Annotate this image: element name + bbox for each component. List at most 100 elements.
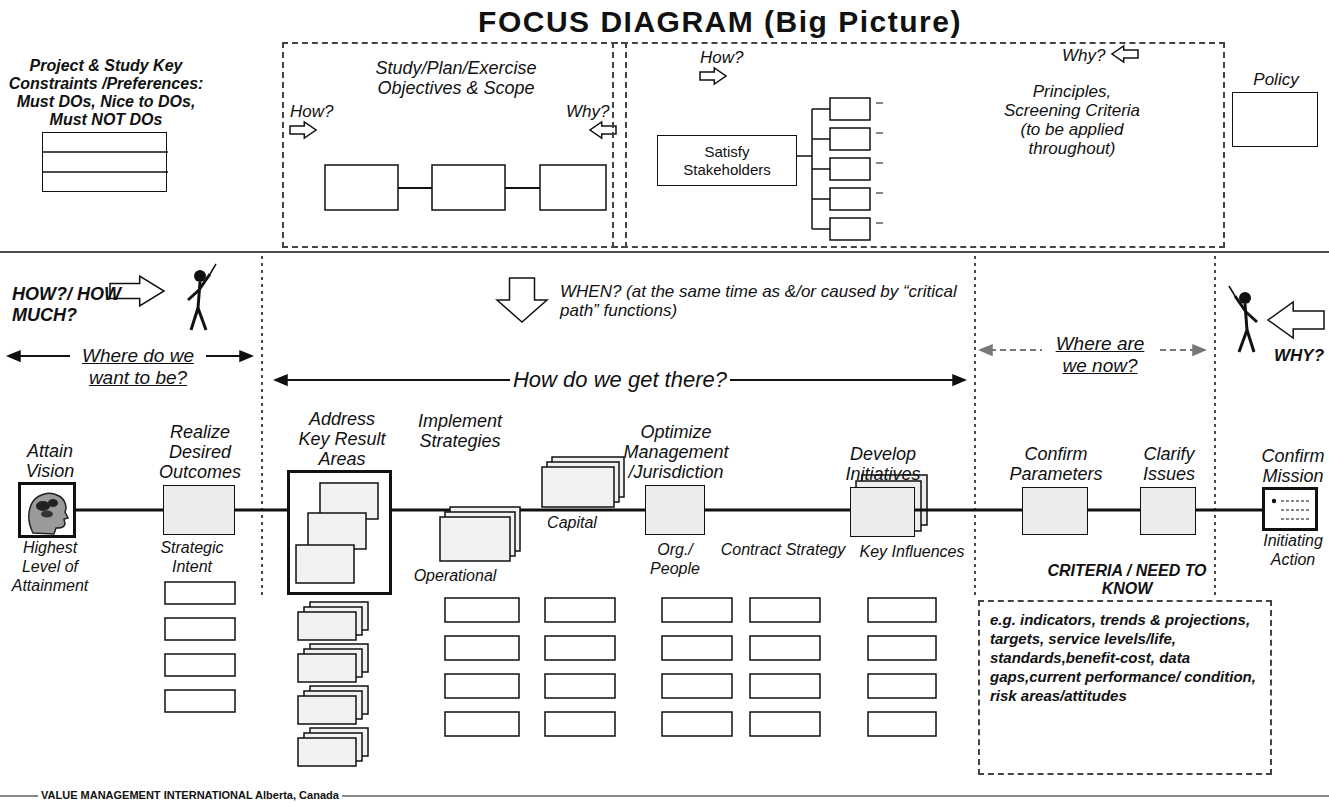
empty-box <box>545 636 615 660</box>
empty-box <box>165 618 235 640</box>
empty-box <box>662 712 732 736</box>
function-link <box>398 187 432 189</box>
function-heading: Implement Strategies <box>410 411 510 451</box>
empty-box <box>445 598 519 622</box>
tick-mark <box>876 193 883 194</box>
vision-head-icon <box>41 511 53 518</box>
table-row-line <box>43 171 168 173</box>
tree-line <box>812 168 830 170</box>
logic-direction: WHY? <box>1274 346 1324 366</box>
empty-box <box>750 636 820 660</box>
function-heading: Address Key Result Areas <box>292 409 392 469</box>
tick-mark <box>876 103 883 104</box>
vision-head-icon <box>48 499 58 507</box>
function-connector <box>392 509 432 512</box>
stacked-box <box>298 696 356 724</box>
empty-box <box>662 674 732 698</box>
empty-box <box>750 598 820 622</box>
column-heading: Key Influences <box>852 542 972 561</box>
block-arrow <box>1268 302 1324 338</box>
direction-label: How? <box>700 48 760 67</box>
function-note: Initiating Action <box>1257 531 1329 569</box>
mission-box: Confirm MissionInitiating Action <box>1262 487 1318 531</box>
function-note: Highest Level of Attainment <box>7 538 93 595</box>
function-box: Confirm Parameters <box>1022 487 1088 535</box>
process-box: Satisfy Stakeholders <box>657 135 797 186</box>
function-connector <box>1088 510 1140 511</box>
stack-label: Operational <box>405 566 505 585</box>
box-label: Satisfy Stakeholders <box>664 143 790 179</box>
function-heading: Optimize Management /Jurisdiction <box>611 422 741 482</box>
stick-figure <box>1239 330 1247 352</box>
diagram-title: FOCUS DIAGRAM (Big Picture) <box>380 5 1060 39</box>
tick-mark <box>876 163 883 164</box>
tree-line <box>812 198 830 200</box>
vision-box: Attain VisionHighest Level of Attainment <box>18 482 76 538</box>
stacked-box <box>296 545 354 583</box>
stacked-box <box>308 513 366 549</box>
box-drawing <box>21 485 79 541</box>
objectives-panel: Study/Plan/Exercise Objectives & ScopeHo… <box>282 42 627 248</box>
block-arrow <box>1112 46 1138 62</box>
function-link <box>505 187 540 189</box>
tick-mark <box>876 223 883 224</box>
empty-box <box>750 674 820 698</box>
arrow-head <box>1193 345 1205 355</box>
function-connector <box>705 509 850 512</box>
function-connector <box>915 510 1022 511</box>
empty-box <box>868 598 936 622</box>
stacked-box <box>298 612 356 640</box>
stick-figure <box>1229 286 1235 296</box>
stacked-box <box>298 654 356 682</box>
stacked-box <box>542 467 614 507</box>
constraints-table: Project & Study Key Constraints /Prefere… <box>42 132 167 192</box>
phase-divider <box>1214 256 1216 598</box>
box-heading: Policy <box>1226 70 1326 89</box>
function-heading: Realize Desired Outcomes <box>150 422 250 482</box>
box-drawing <box>432 455 628 565</box>
empty-box <box>662 598 732 622</box>
arrow-head <box>980 345 992 355</box>
bullet-dot <box>1272 499 1276 503</box>
empty-box <box>830 158 870 180</box>
text-placeholder <box>1281 509 1309 510</box>
text-placeholder <box>1281 500 1309 501</box>
function-box: Clarify Issues <box>1140 487 1196 535</box>
function-heading: Attain Vision <box>15 441 85 481</box>
empty-box <box>165 654 235 676</box>
function-stack: Develop Initiatives <box>850 487 915 537</box>
box-drawing <box>290 473 395 598</box>
empty-box <box>868 636 936 660</box>
stick-figure <box>1246 312 1257 322</box>
empty-box <box>545 598 615 622</box>
panel-heading: Principles, Screening Criteria (to be ap… <box>1002 82 1142 158</box>
arrow-head <box>240 351 252 361</box>
logic-direction: HOW?/ HOW MUCH? <box>12 284 122 326</box>
phase-divider <box>261 256 263 598</box>
empty-box <box>830 98 870 120</box>
stacked-box <box>440 517 510 561</box>
stick-figure <box>198 308 206 330</box>
stack-label: Capital <box>544 513 600 532</box>
empty-box <box>165 582 235 604</box>
empty-box <box>662 636 732 660</box>
stick-figure <box>188 290 199 300</box>
function-heading: Develop Initiatives <box>833 444 933 484</box>
block-arrow <box>700 68 726 84</box>
column-heading: Contract Strategy <box>718 540 848 559</box>
empty-box <box>750 712 820 736</box>
phase-divider <box>974 256 976 596</box>
empty-box <box>868 712 936 736</box>
column-heading: Strategic Intent <box>148 538 236 576</box>
function-connector <box>76 510 163 511</box>
phase-label: How do we get there? <box>510 367 730 393</box>
function-connector <box>235 509 287 512</box>
vision-head-icon <box>36 501 50 511</box>
criteria-box: CRITERIA / NEED TO KNOWe.g. indicators, … <box>978 600 1272 775</box>
stacked-box <box>298 738 356 766</box>
function-connector <box>1196 509 1262 512</box>
function-connector <box>392 510 432 511</box>
stick-figure <box>199 274 210 290</box>
function-heading: Confirm Parameters <box>1006 444 1106 484</box>
stick-figure <box>191 308 198 330</box>
